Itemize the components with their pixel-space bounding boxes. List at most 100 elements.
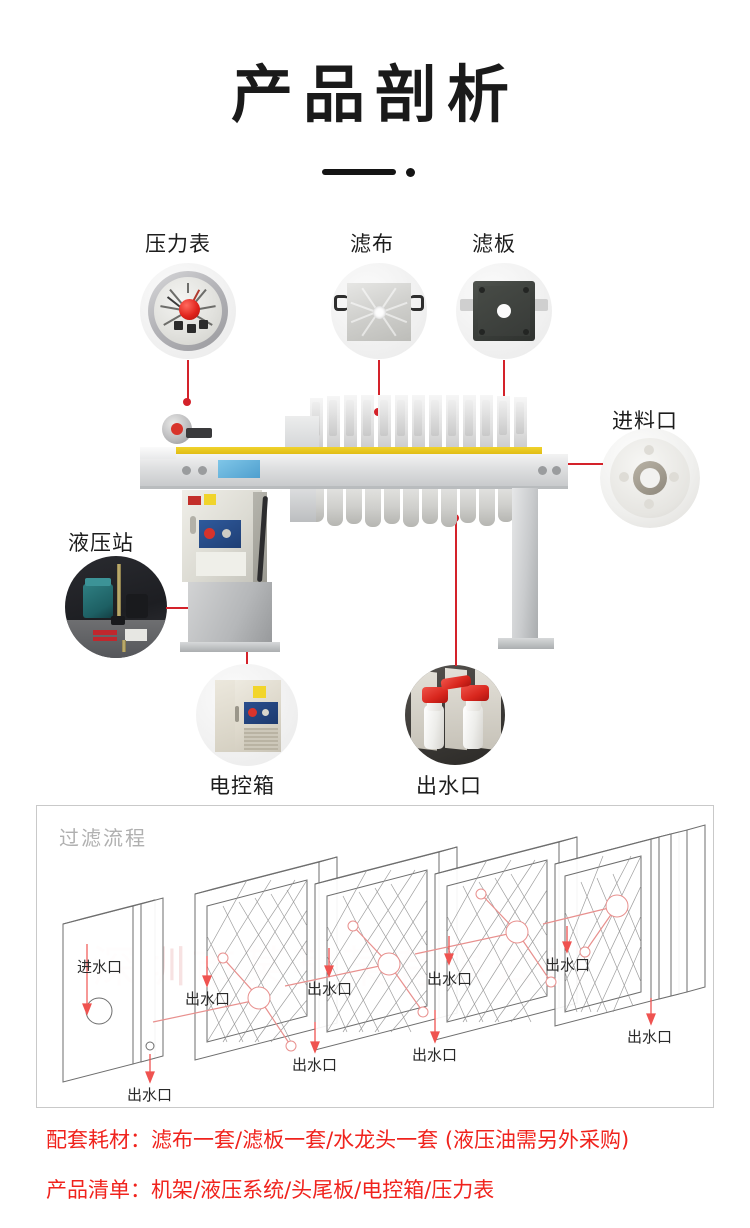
plate-bolt bbox=[523, 287, 529, 293]
beam-left-cap bbox=[140, 447, 176, 459]
cabinet-side bbox=[215, 680, 235, 752]
hanging-cloth bbox=[384, 480, 400, 524]
flow-outlet-label-3b: 出水口 bbox=[412, 1046, 458, 1064]
thumb-water-outlet bbox=[405, 665, 505, 765]
thumb-pressure-gauge bbox=[140, 263, 236, 359]
cabinet-red-button bbox=[248, 708, 257, 717]
beam-bolt bbox=[538, 466, 547, 475]
tap-handle-right bbox=[461, 685, 489, 701]
machine-cabinet-handle bbox=[190, 516, 196, 534]
footer-parts-line: 产品清单：机架/液压系统/头尾板/电控箱/压力表 bbox=[46, 1178, 495, 1202]
tail-plate-recess bbox=[564, 855, 642, 1013]
flow-outlet-label-4a: 出水口 bbox=[427, 970, 473, 988]
hydraulic-rod bbox=[117, 564, 121, 620]
flow-outlet-label-2a: 出水口 bbox=[185, 990, 231, 1008]
hydraulic-pump bbox=[111, 616, 125, 625]
machine-gauge-cap bbox=[171, 423, 183, 435]
hanging-cloth bbox=[346, 480, 362, 524]
machine-left-foot bbox=[180, 642, 280, 652]
thumb-hydraulic-station bbox=[65, 556, 167, 658]
hydraulic-white-label bbox=[125, 629, 147, 641]
plate-bolt bbox=[479, 329, 485, 335]
machine-main-beam bbox=[140, 454, 568, 488]
machine-blue-label bbox=[218, 460, 260, 478]
page-title-block: 产品剖析 bbox=[0, 62, 750, 127]
cabinet-selector-knob bbox=[262, 709, 269, 716]
tail-plate-rib2 bbox=[686, 824, 706, 993]
machine-gauge-bracket bbox=[186, 428, 212, 438]
cloth-body bbox=[347, 283, 411, 341]
plate-handle bbox=[397, 400, 405, 436]
flow-panel-title: 过滤流程 bbox=[59, 826, 147, 850]
plate-handle bbox=[431, 400, 439, 436]
plate-handle bbox=[363, 400, 371, 436]
callout-label-control-box: 电控箱 bbox=[209, 774, 275, 798]
hanging-cloth bbox=[403, 480, 419, 527]
plate-handle bbox=[499, 401, 507, 435]
machine-right-foot bbox=[498, 638, 554, 649]
cabinet-vent-grill bbox=[244, 728, 278, 750]
machine-cabinet-label bbox=[196, 552, 246, 576]
plate-handle bbox=[448, 400, 456, 436]
head-plate-outlet-hole bbox=[145, 1041, 155, 1051]
plate-handle bbox=[465, 400, 473, 436]
machine-cabinet-base bbox=[188, 582, 272, 644]
head-plate-face bbox=[62, 905, 134, 1083]
tail-plate-gap bbox=[670, 829, 688, 997]
connector-pressure-gauge bbox=[187, 360, 189, 402]
beam-bottom-edge bbox=[140, 486, 568, 489]
hydraulic-valve-block bbox=[126, 594, 148, 618]
flange-pin bbox=[669, 472, 679, 482]
gauge-terminal bbox=[174, 321, 183, 330]
gauge-terminal bbox=[199, 320, 208, 329]
hanging-cloth bbox=[365, 480, 381, 527]
filtration-flow-panel: 过滤流程 深圳市某某某有限公司 bbox=[36, 805, 714, 1108]
gauge-tick bbox=[187, 283, 189, 293]
flange-pin bbox=[644, 445, 654, 455]
beam-bolt bbox=[182, 466, 191, 475]
callout-label-filter-cloth: 滤布 bbox=[350, 232, 394, 256]
plate-bolt bbox=[523, 329, 529, 335]
plate-handle bbox=[346, 400, 354, 436]
flow-path-nodes bbox=[217, 888, 629, 1052]
filtration-flow-diagram bbox=[62, 824, 706, 1084]
tail-plate-frame bbox=[554, 838, 652, 1027]
hanging-cloth bbox=[422, 480, 438, 524]
machine-cabinet-knob bbox=[222, 529, 231, 538]
beam-bolt bbox=[552, 466, 561, 475]
hydraulic-motor-cap bbox=[85, 578, 111, 586]
callout-label-pressure-gauge: 压力表 bbox=[145, 232, 211, 256]
connector-dot-pressure-gauge bbox=[183, 398, 191, 406]
cabinet-warning-sticker bbox=[204, 494, 216, 505]
thumb-control-cabinet bbox=[196, 664, 298, 766]
filter-plate-top bbox=[194, 856, 338, 895]
thumb-filter-cloth bbox=[331, 263, 427, 359]
hanging-cloth bbox=[479, 480, 495, 526]
plate-body bbox=[473, 281, 535, 341]
callout-label-filter-plate: 滤板 bbox=[472, 232, 516, 256]
gauge-face bbox=[154, 277, 222, 345]
head-plate-rib bbox=[140, 897, 164, 1063]
gauge-terminal bbox=[187, 324, 196, 333]
cabinet-control-panel bbox=[244, 702, 278, 724]
hanging-cloth bbox=[460, 480, 476, 523]
plate-ear-left bbox=[460, 299, 474, 311]
hanging-cloth bbox=[498, 480, 514, 522]
flow-outlet-label-1: 出水口 bbox=[127, 1086, 173, 1104]
plate-handle bbox=[380, 400, 388, 436]
flow-outlet-label-4b: 出水口 bbox=[545, 956, 591, 974]
connector-filter-plate bbox=[503, 360, 505, 410]
cabinet-red-sticker bbox=[188, 496, 201, 505]
hanging-cloth bbox=[327, 480, 343, 526]
hydraulic-red-label bbox=[93, 630, 117, 635]
connector-filter-cloth bbox=[378, 360, 380, 412]
flow-arrows bbox=[82, 926, 656, 1084]
plate-handle bbox=[482, 400, 490, 436]
beam-bolt bbox=[198, 466, 207, 475]
flow-outlet-label-2b: 出水口 bbox=[292, 1056, 338, 1074]
footer-consumables-line: 配套耗材：滤布一套/滤板一套/水龙头一套 (液压油需另外采购) bbox=[46, 1128, 630, 1152]
plate-handle bbox=[516, 402, 524, 434]
hydraulic-motor bbox=[83, 584, 113, 618]
cloth-center-hole bbox=[373, 306, 386, 319]
machine-cabinet-button bbox=[204, 528, 215, 539]
